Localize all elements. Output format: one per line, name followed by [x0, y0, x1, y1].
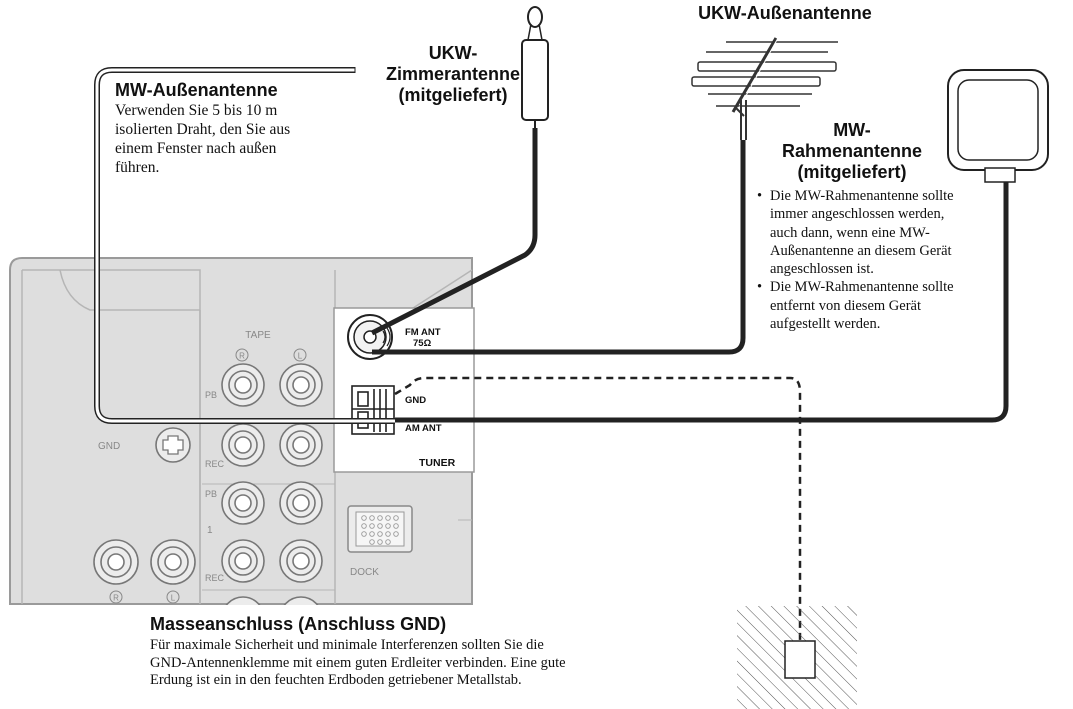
ground-line-1: Für maximale Sicherheit und minimale Int…	[150, 637, 544, 653]
dock-label: DOCK	[350, 567, 379, 578]
ground-wire	[394, 376, 802, 662]
mw-loop-note-1: Die MW-Rahmenantenne sollte immer angesc…	[757, 187, 957, 278]
earth-ground-icon	[737, 606, 857, 709]
mw-loop-notes: Die MW-Rahmenantenne sollte immer angesc…	[757, 187, 957, 333]
fm-ant-impedance: 75Ω	[413, 338, 432, 349]
mw-outdoor-label: MW-Außenantenne Verwenden Sie 5 bis 10 m…	[115, 80, 355, 177]
ukw-indoor-line-2: Zimmerantenne	[385, 64, 521, 84]
receiver-rear-panel: TAPE R L PB REC PB 1 REC R L GND	[9, 257, 475, 605]
mw-loop-antenna-icon	[947, 69, 1049, 183]
svg-text:R: R	[113, 594, 119, 603]
gnd-terminal-label: GND	[405, 395, 426, 406]
am-gnd-terminal-block	[351, 385, 395, 435]
input-number-label: 1	[207, 525, 213, 536]
svg-text:L: L	[298, 352, 303, 361]
pb-label: PB	[205, 390, 217, 400]
rec-label-2: REC	[205, 573, 225, 583]
mw-loop-line-1: MW-	[833, 120, 871, 140]
ukw-indoor-line-1: UKW-	[428, 43, 478, 63]
l-channel-mark	[293, 348, 307, 362]
mw-loop-note-2: Die MW-Rahmenantenne sollte entfernt von…	[757, 278, 957, 333]
mw-outdoor-title: MW-Außenantenne	[115, 80, 278, 100]
panel-gnd-label: GND	[98, 441, 120, 452]
ukw-indoor-line-3: (mitgeliefert)	[398, 85, 508, 105]
mw-loop-line-2: Rahmenantenne	[781, 141, 923, 161]
ukw-outdoor-antenna-icon	[691, 37, 838, 140]
ukw-indoor-antenna	[521, 6, 549, 128]
pb-label-2: PB	[205, 489, 217, 499]
ukw-outdoor-label: UKW-Außenantenne	[698, 3, 872, 23]
mw-outdoor-line-3: einem Fenster nach außen	[115, 140, 277, 157]
rec-label: REC	[205, 459, 225, 469]
ukw-indoor-lead	[370, 128, 538, 336]
svg-text:L: L	[171, 594, 176, 603]
r-channel-mark	[235, 348, 249, 362]
ground-label: Masseanschluss (Anschluss GND) Für maxim…	[150, 614, 730, 690]
ground-title: Masseanschluss (Anschluss GND)	[150, 614, 447, 634]
dock-connector-icon	[347, 505, 413, 553]
am-ant-label: AM ANT	[405, 423, 442, 434]
rca-jacks	[93, 363, 323, 605]
mw-loop-lead	[395, 182, 1009, 423]
mw-outdoor-line-1: Verwenden Sie 5 bis 10 m	[115, 102, 278, 119]
mw-outdoor-line-2: isolierten Draht, den Sie aus	[115, 121, 291, 138]
mw-outdoor-line-4: führen.	[115, 159, 160, 176]
mw-loop-line-3: (mitgeliefert)	[797, 162, 907, 182]
fm-ant-label: FM ANT	[405, 327, 441, 338]
ukw-indoor-label: UKW- Zimmerantenne (mitgeliefert)	[378, 43, 528, 106]
mw-loop-label: MW- Rahmenantenne (mitgeliefert)	[757, 120, 947, 183]
ground-line-2: GND-Antennenklemme mit einem guten Erdle…	[150, 654, 566, 671]
ground-line-3: Erdung ist ein in den feuchten Erdboden …	[150, 672, 522, 688]
tuner-label: TUNER	[419, 457, 456, 469]
tape-label: TAPE	[245, 330, 271, 341]
svg-text:R: R	[239, 352, 245, 361]
gnd-screw-icon	[155, 427, 191, 463]
ukw-outdoor-lead	[372, 140, 746, 355]
